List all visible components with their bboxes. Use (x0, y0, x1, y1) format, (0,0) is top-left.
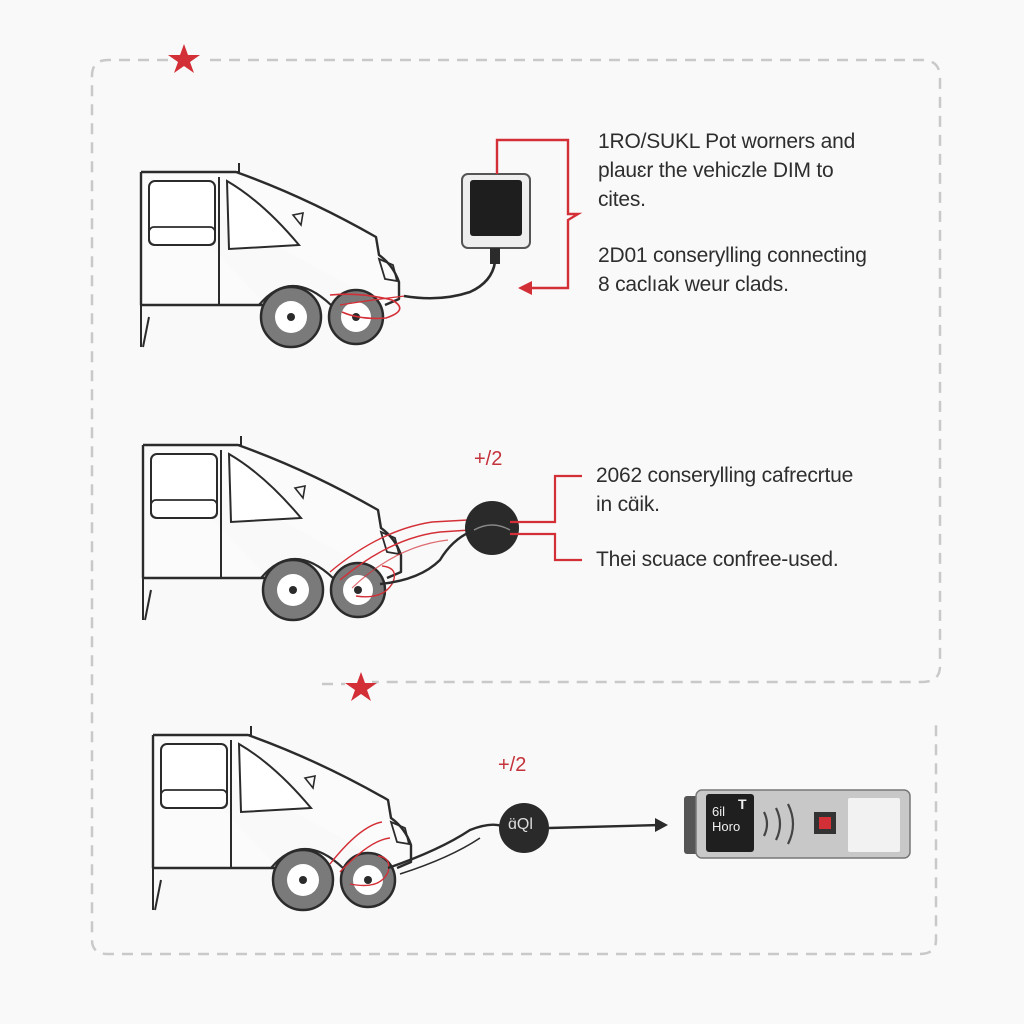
van-icon (151, 724, 413, 912)
step1-instructions: 1RO/SUKL Pot worners and plauɛr the vehi… (598, 127, 867, 299)
step1-line-3: cites. (598, 188, 646, 211)
scanner-screen-icon: T (738, 796, 747, 812)
star-icon (168, 44, 200, 73)
step2-line-1: 2062 conserylling cafrecrtue (596, 464, 854, 487)
step2-label: +/2 (474, 448, 503, 470)
round-connector-icon (499, 803, 549, 853)
step1-line-1: 1RO/SUKL Pot worners and (598, 130, 856, 153)
step1-line-5: 8 caclıak weur clads. (598, 273, 789, 296)
step3-label: +/2 (498, 754, 527, 776)
step2-line-2: in cɑ̈ik. (596, 493, 660, 516)
scanner-screen-text: 6il Horo (712, 804, 741, 834)
obd-scanner-icon (684, 789, 911, 859)
star-icon (345, 672, 377, 701)
van-icon (141, 434, 403, 622)
step1-line-4: 2D01 conserylling connecting (598, 244, 867, 267)
van-icon (139, 161, 401, 349)
step3-connector-text: ɑ̈Ql (508, 816, 533, 833)
dashed-frame-right (210, 58, 942, 684)
step1-line-2: plauɛr the vehiczle DIM to (598, 159, 834, 182)
tablet-device-icon (461, 173, 531, 264)
step2-instructions: 2062 conserylling cafrecrtue in cɑ̈ik. T… (596, 461, 853, 574)
round-connector-icon (465, 501, 519, 555)
step2-line-3: Thei scuace confree-used. (596, 548, 839, 571)
